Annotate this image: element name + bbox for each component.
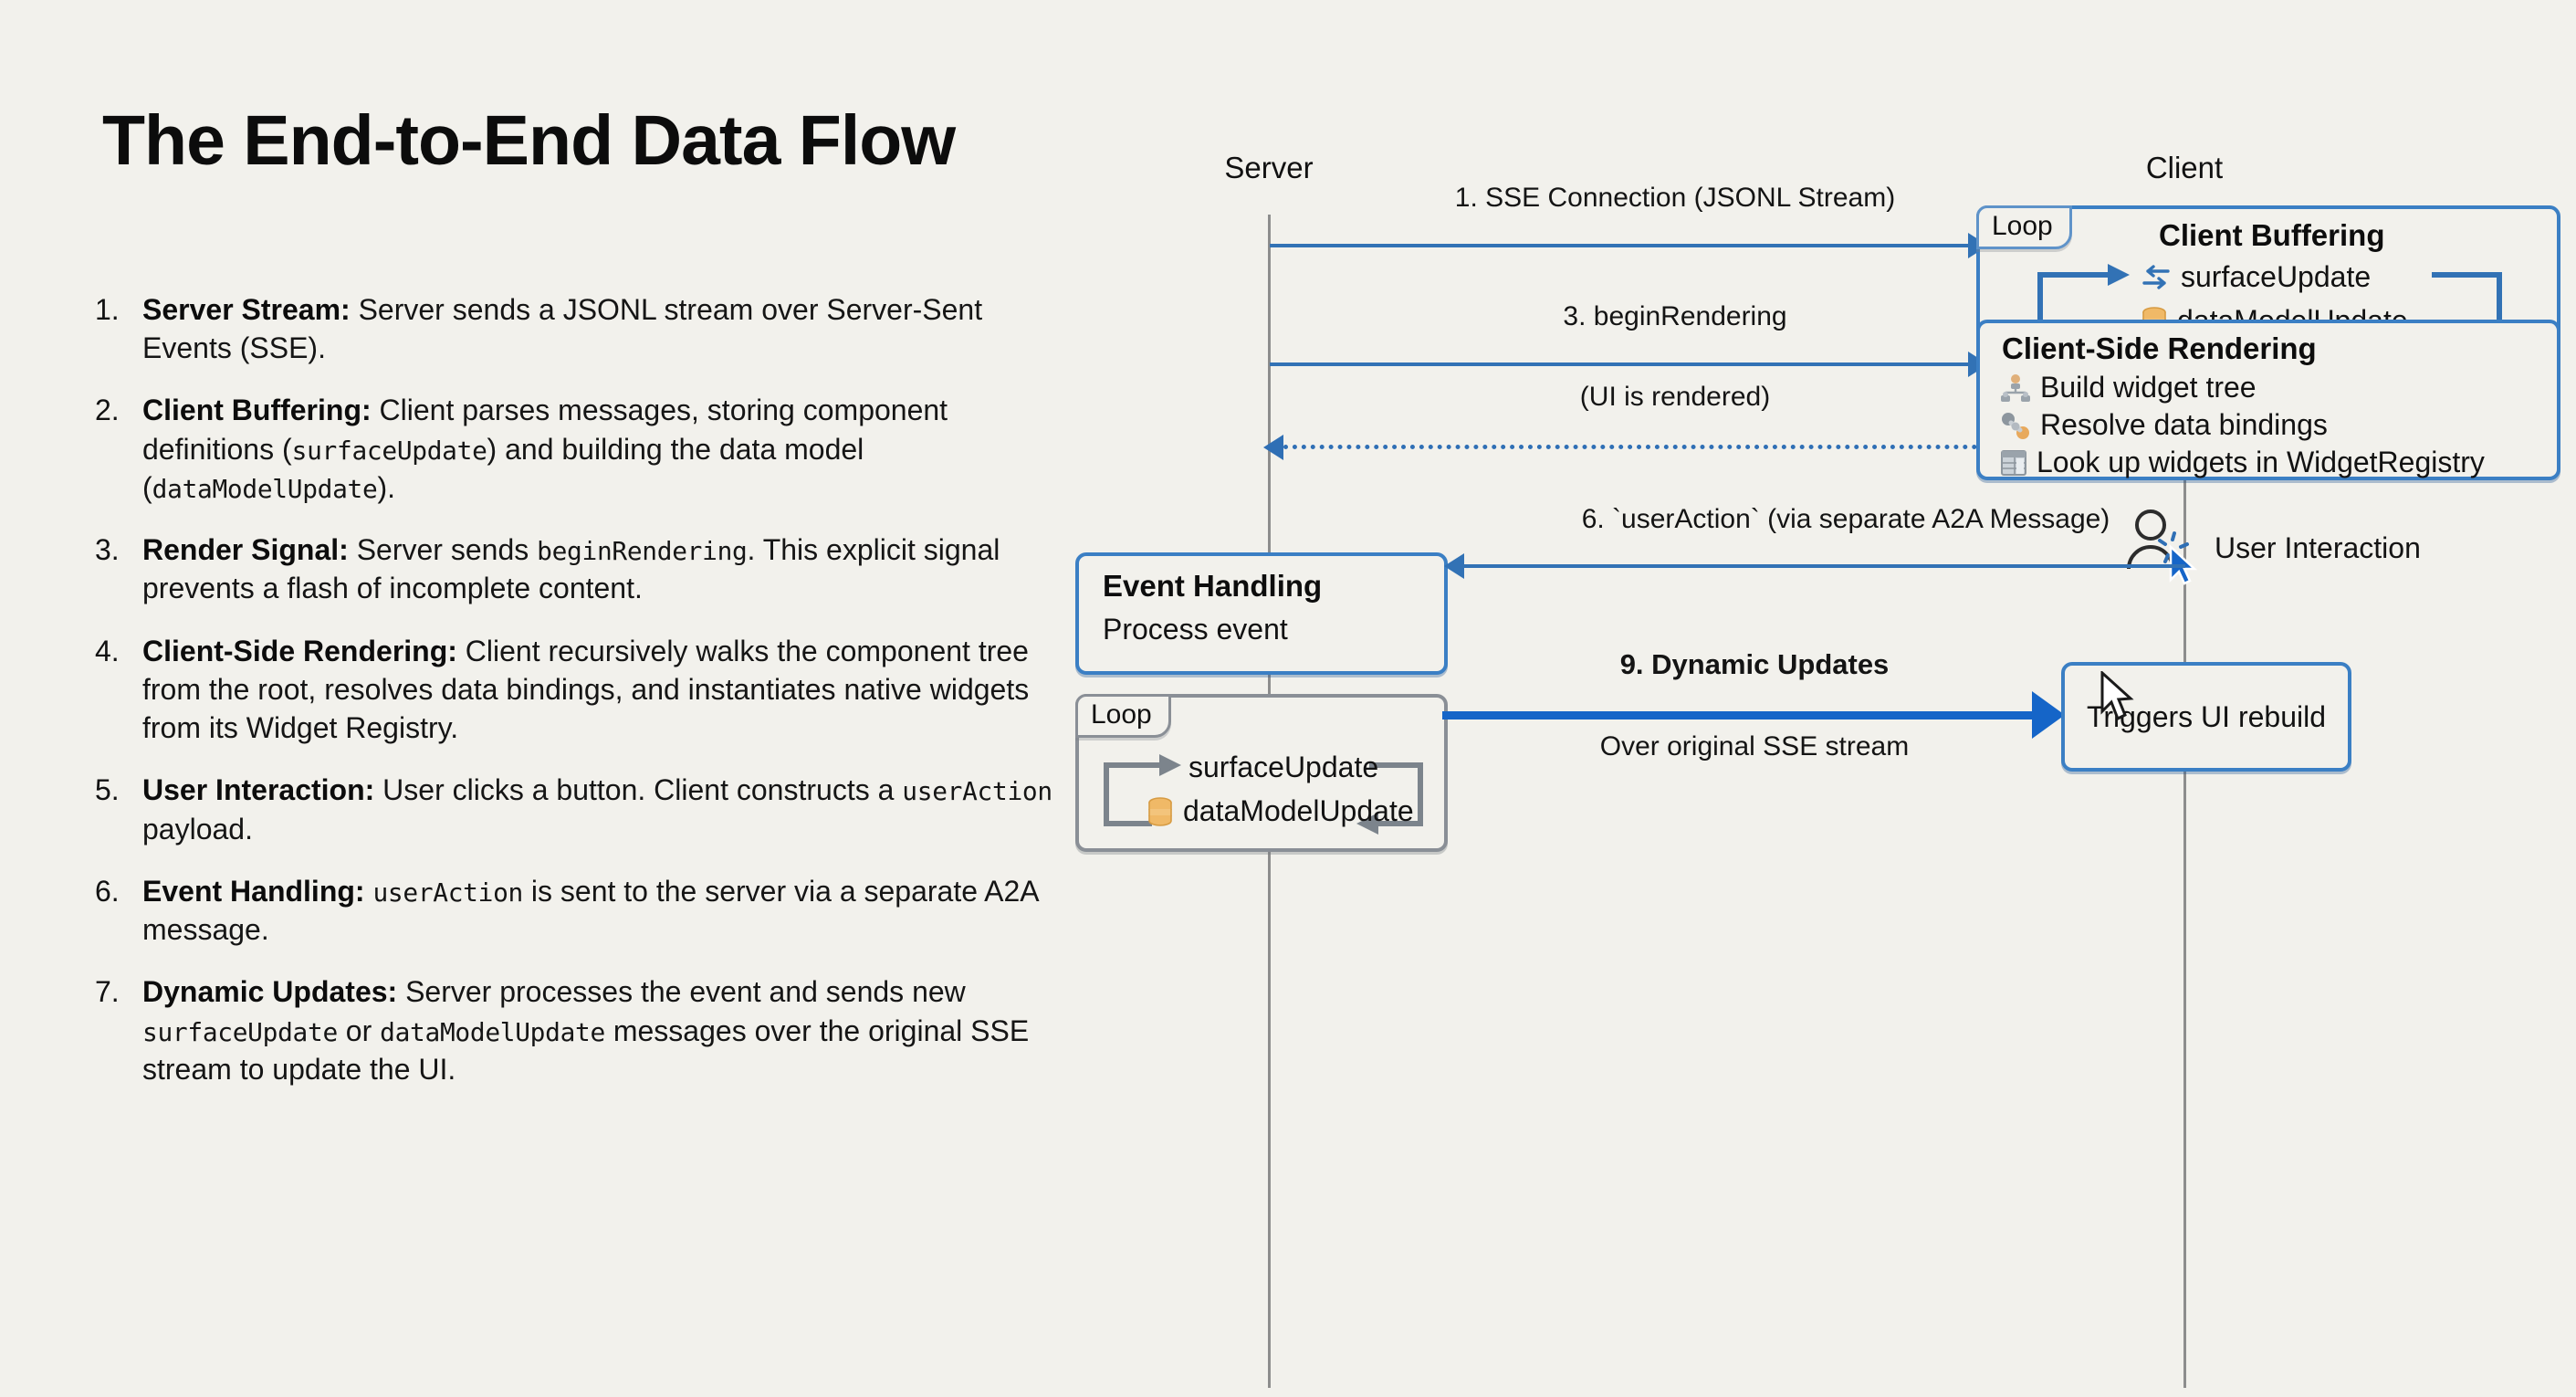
data-binding-icon [2000,411,2031,440]
server-loop-item-surfaceupdate: surfaceUpdate [1189,751,1378,784]
rendering-item-build-widget-tree: Build widget tree [2000,371,2257,404]
message-label-user-action: 6. `userAction` (via separate A2A Messag… [1581,504,2110,534]
message-sublabel-dynamic-updates: Over original SSE stream [1599,731,1910,762]
code-token: beginRendering [537,536,748,567]
client-buffering-item-label: surfaceUpdate [2181,260,2372,293]
rendering-item-label: Resolve data bindings [2040,408,2328,441]
loop-connector-right-server-loop [1356,762,1423,835]
lifeline-label-server: Server [1224,151,1314,184]
step-number: 1. [95,293,120,326]
step-body: Render Signal: Server sends beginRenderi… [142,530,1077,607]
loop-tab-client-buffering: Loop [1976,205,2072,249]
step-body: Server Stream: Server sends a JSONL stre… [142,290,1077,367]
step-text: Server sends a JSONL stream over Server-… [142,293,983,365]
message-label-sse-connection: 1. SSE Connection (JSONL Stream) [1454,183,1896,213]
registry-table-icon [2000,448,2027,478]
rendering-item-label: Build widget tree [2040,371,2257,404]
step-text: User clicks a button. Client constructs … [142,773,1052,846]
event-handling-title: Event Handling [1103,569,1323,603]
step-title: Client Buffering: [142,394,372,427]
message-label-ui-rendered: (UI is rendered) [1579,382,1771,412]
arrow-head-ui-rendered [1263,435,1283,460]
client-buffering-item-surfaceupdate: surfaceUpdate [2141,260,2371,294]
step-title: Server Stream: [142,293,351,326]
step-text: Client recursively walks the component t… [142,634,1030,745]
step-title: Event Handling: [142,874,365,908]
step-text: Server processes the event and sends new… [142,975,1030,1086]
code-token: dataModelUpdate [152,473,378,504]
list-item: 7. Dynamic Updates: Server processes the … [91,972,1077,1088]
arrow-head-dynamic-updates [2032,691,2065,739]
code-token: userAction [372,877,523,908]
database-icon [1147,796,1174,827]
code-token: surfaceUpdate [142,1016,338,1047]
list-item: 3. Render Signal: Server sends beginRende… [91,530,1077,607]
client-buffering-title: Client Buffering [2159,218,2385,252]
loop-tab-server-loop: Loop [1075,694,1171,738]
rendering-item-label: Look up widgets in WidgetRegistry [2037,446,2485,478]
message-line-user-action [1464,564,2185,568]
exchange-icon [2141,264,2172,291]
step-number: 7. [95,975,120,1009]
rendering-item-lookup-widgetregistry: Look up widgets in WidgetRegistry [2000,446,2485,479]
step-title: User Interaction: [142,773,375,807]
step-body: Dynamic Updates: Server processes the ev… [142,972,1077,1088]
server-loop-box[interactable]: Loop surfaceUpdate dataModelUpdate [1075,694,1448,852]
step-number: 4. [95,634,120,667]
code-token: surfaceUpdate [291,435,487,466]
step-text: Server sends beginRendering. This explic… [142,533,1000,605]
user-interaction-label: User Interaction [2215,531,2421,564]
step-number: 5. [95,773,120,807]
lifeline-client [2183,215,2186,1388]
server-loop-item-datamodelupdate: dataModelUpdate [1147,794,1414,828]
event-handling-subtitle: Process event [1103,613,1288,646]
step-title: Render Signal: [142,533,349,567]
step-body: User Interaction: User clicks a button. … [142,771,1077,847]
event-handling-box[interactable]: Event Handling Process event [1075,552,1448,675]
client-side-rendering-title: Client-Side Rendering [2002,331,2317,365]
trigger-ui-rebuild-box[interactable]: Triggers UI rebuild [2061,662,2351,772]
step-text: userAction is sent to the server via a s… [142,874,1038,947]
message-label-dynamic-updates: 9. Dynamic Updates [1619,648,1890,680]
step-number: 6. [95,874,120,908]
list-item: 5. User Interaction: User clicks a button… [91,771,1077,847]
step-number: 3. [95,533,120,567]
step-body: Client Buffering: Client parses messages… [142,391,1077,507]
step-body: Client-Side Rendering: Client recursivel… [142,632,1077,748]
list-item: 4. Client-Side Rendering: Client recursiv… [91,632,1077,748]
user-click-icon [2120,507,2204,590]
trigger-ui-rebuild-label: Triggers UI rebuild [2086,699,2326,733]
arrow-head-user-action [1444,553,1464,579]
step-title: Dynamic Updates: [142,975,398,1009]
message-label-begin-rendering: 3. beginRendering [1563,301,1787,331]
code-token: userAction [902,776,1052,807]
step-body: Event Handling: userAction is sent to th… [142,872,1077,949]
server-loop-item-label: surfaceUpdate [1189,751,1379,783]
step-title: Client-Side Rendering: [142,634,457,667]
step-text: Client parses messages, storing componen… [142,394,948,504]
list-item: 1. Server Stream: Server sends a JSONL st… [91,290,1077,367]
org-tree-icon [2000,373,2031,403]
rendering-item-resolve-data-bindings: Resolve data bindings [2000,408,2328,442]
loop-connector-server-loop [1104,754,1181,826]
client-side-rendering-box[interactable]: Client-Side Rendering Build widget tree [1976,320,2560,480]
list-item: 2. Client Buffering: Client parses messag… [91,391,1077,507]
sequence-diagram: Server Client 1. SSE Connection (JSONL S… [1075,151,2560,1388]
message-line-dynamic-updates [1442,711,2036,720]
message-line-sse-connection [1270,244,1973,247]
lifeline-label-client: Client [2145,151,2224,184]
code-token: dataModelUpdate [380,1016,605,1047]
page-title: The End-to-End Data Flow [102,101,956,180]
step-number: 2. [95,394,120,427]
message-line-ui-rendered [1283,445,1977,449]
list-item: 6. Event Handling: userAction is sent to … [91,872,1077,949]
message-line-begin-rendering [1270,362,1973,366]
steps-list: 1. Server Stream: Server sends a JSONL st… [91,290,1077,1112]
server-loop-item-label: dataModelUpdate [1183,794,1414,827]
